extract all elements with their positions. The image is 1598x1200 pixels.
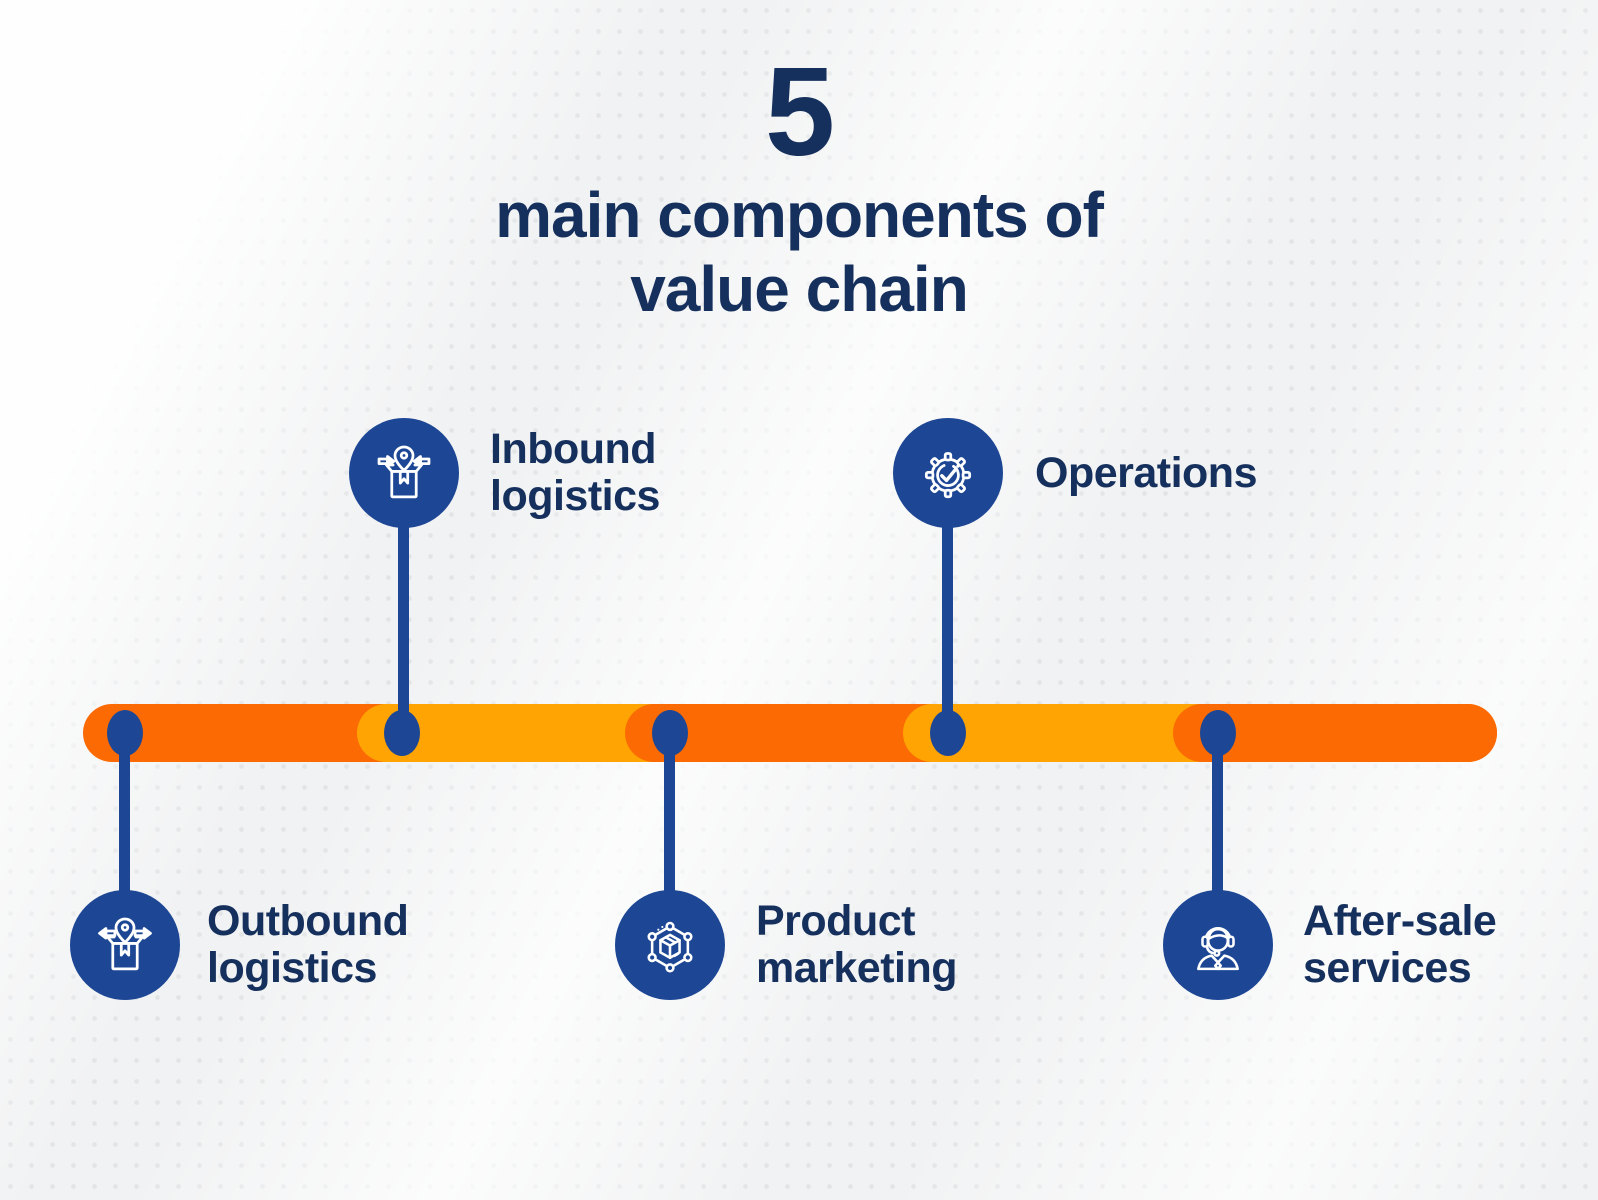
label-after-sale-services: After-sale services (1303, 897, 1497, 992)
label-outbound-logistics: Outbound logistics (207, 897, 409, 992)
title-line-1: main components of (495, 179, 1104, 252)
title-number: 5 (764, 41, 835, 182)
title: 5 main components of value chain (0, 41, 1598, 326)
label-product-marketing: Product marketing (756, 897, 958, 992)
operations-icon-circle (893, 418, 1003, 528)
timeline-dot-outbound-logistics (107, 710, 143, 756)
label-outbound-logistics-line1: Outbound (207, 897, 409, 945)
label-inbound-logistics-line2: logistics (490, 472, 660, 520)
label-inbound-logistics-line1: Inbound (490, 425, 657, 473)
timeline-dot-after-sale-services (1200, 710, 1236, 756)
label-after-sale-services-line2: services (1303, 944, 1472, 992)
label-inbound-logistics: Inbound logistics (490, 426, 660, 520)
label-after-sale-services-line1: After-sale (1303, 897, 1497, 945)
outbound-logistics-icon-circle (70, 890, 180, 1000)
timeline-dot-product-marketing (652, 710, 688, 756)
after-sale-services-icon-circle (1163, 890, 1273, 1000)
product-marketing-icon-circle (615, 890, 725, 1000)
label-product-marketing-line1: Product (756, 897, 915, 945)
outbound-delivery-box-icon (98, 917, 152, 971)
title-line-2: value chain (630, 253, 969, 326)
label-product-marketing-line2: marketing (756, 944, 958, 992)
customer-support-headset-icon (1197, 926, 1239, 971)
label-operations-line1: Operations (1035, 449, 1258, 497)
product-network-cube-icon (647, 921, 693, 973)
label-operations: Operations (1035, 449, 1258, 497)
inbound-delivery-box-icon (377, 445, 431, 499)
timeline-dot-operations (930, 710, 966, 756)
inbound-logistics-icon-circle (349, 418, 459, 528)
label-outbound-logistics-line2: logistics (207, 944, 377, 992)
connector-inbound-logistics (398, 473, 409, 733)
connector-after-sale-services (1212, 733, 1223, 945)
gear-check-icon (924, 452, 972, 499)
connector-operations (942, 473, 953, 733)
timeline-dot-inbound-logistics (384, 710, 420, 756)
connector-outbound-logistics (119, 733, 130, 945)
connector-product-marketing (664, 733, 675, 945)
